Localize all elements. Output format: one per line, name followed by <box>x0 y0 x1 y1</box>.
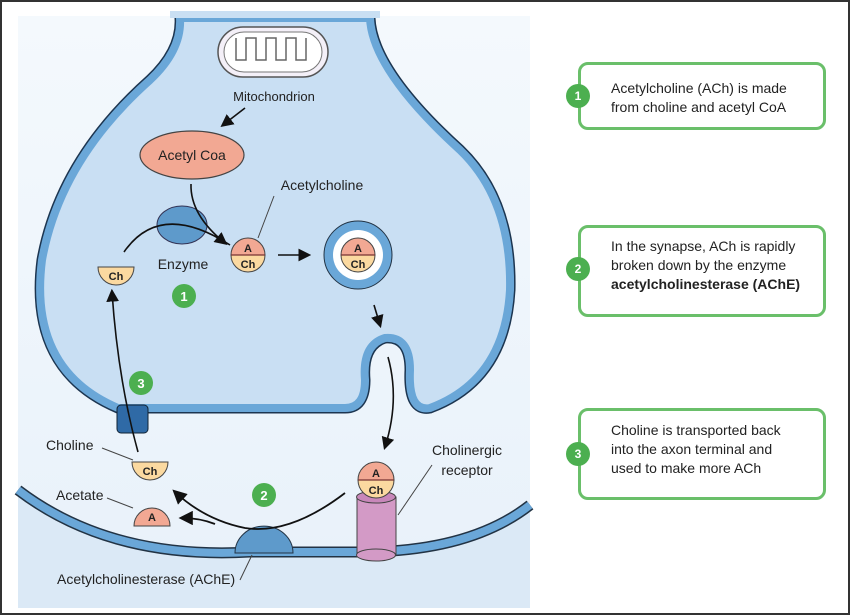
choline-molecule-inside: Ch <box>97 266 135 286</box>
svg-text:A: A <box>354 243 362 255</box>
arrow-vesicle-to-membrane <box>371 304 384 329</box>
acetylcholine-leader <box>257 195 275 239</box>
cholinergic-receptor <box>356 490 397 562</box>
step-3-line-3: used to make more ACh <box>611 460 762 476</box>
acetylcholine-label: Acetylcholine <box>281 177 364 193</box>
arrow-ache-to-acetate <box>178 510 216 526</box>
svg-text:Ch: Ch <box>351 259 366 271</box>
step-2-line-3: acetylcholinesterase (AChE) <box>611 276 801 292</box>
step-marker-3: 3 <box>129 371 153 395</box>
ache-enzyme <box>234 525 294 554</box>
ache-label: Acetylcholinesterase (AChE) <box>57 571 235 587</box>
svg-text:2: 2 <box>260 488 267 503</box>
step-box-1: Acetylcholine (ACh) is made from choline… <box>578 62 826 130</box>
step-2-line-2: broken down by the enzyme <box>611 257 787 273</box>
postsynaptic-cell <box>18 490 530 608</box>
step-box-3: Choline is transported back into the axo… <box>578 408 826 500</box>
svg-text:1: 1 <box>180 289 187 304</box>
step-box-2: In the synapse, ACh is rapidly broken do… <box>578 225 826 317</box>
acetyl-coa-ellipse <box>139 130 245 180</box>
synaptic-vesicle: A Ch <box>323 220 393 290</box>
arrow-ache-to-choline <box>172 489 346 530</box>
choline-label: Choline <box>46 437 94 453</box>
step-badge-1: 1 <box>566 84 590 108</box>
receptor-label-line1: Cholinergic <box>432 442 502 458</box>
choline-leader <box>101 447 134 461</box>
mitochondrion <box>217 26 329 78</box>
axon-top-mask <box>170 10 380 18</box>
step-badge-2: 2 <box>566 257 590 281</box>
arrow-choline-to-enzyme <box>123 223 231 253</box>
arrow-choline-reuptake <box>106 288 139 453</box>
receptor-leader <box>397 464 433 516</box>
svg-text:Ch: Ch <box>143 466 158 478</box>
step-1-line-1: Acetylcholine (ACh) is made <box>611 80 787 96</box>
receptor-label-line2: receptor <box>441 462 493 478</box>
step-marker-2: 2 <box>252 483 276 507</box>
step-3-line-2: into the axon terminal and <box>611 441 773 457</box>
acetate-label: Acetate <box>56 487 104 503</box>
arrow-mito-to-coa <box>220 107 246 127</box>
step-badge-3: 3 <box>566 442 590 466</box>
ache-leader <box>239 554 253 581</box>
arrow-release <box>381 356 395 451</box>
svg-text:Ch: Ch <box>241 259 256 271</box>
svg-text:A: A <box>244 243 252 255</box>
choline-molecule-cleft: Ch <box>131 461 169 481</box>
svg-text:3: 3 <box>137 376 144 391</box>
svg-text:Ch: Ch <box>109 271 124 283</box>
mitochondrion-label: Mitochondrion <box>233 89 315 104</box>
enzyme-label: Enzyme <box>158 256 209 272</box>
axon-terminal <box>36 14 515 413</box>
step-2-line-1: In the synapse, ACh is rapidly <box>611 238 796 254</box>
svg-text:Ch: Ch <box>369 485 384 497</box>
svg-text:A: A <box>148 512 156 524</box>
ach-molecule: A Ch <box>230 237 266 273</box>
acetate-molecule: A <box>133 507 171 527</box>
svg-text:A: A <box>372 468 380 480</box>
step-3-line-1: Choline is transported back <box>611 422 781 438</box>
ach-bound-receptor: A Ch <box>357 461 395 499</box>
acetyl-coa-label: Acetyl Coa <box>158 147 226 163</box>
acetate-leader <box>106 497 134 509</box>
axon-top-clip <box>170 4 380 11</box>
step-marker-1: 1 <box>172 284 196 308</box>
step-1-line-2: from choline and acetyl CoA <box>611 99 787 115</box>
